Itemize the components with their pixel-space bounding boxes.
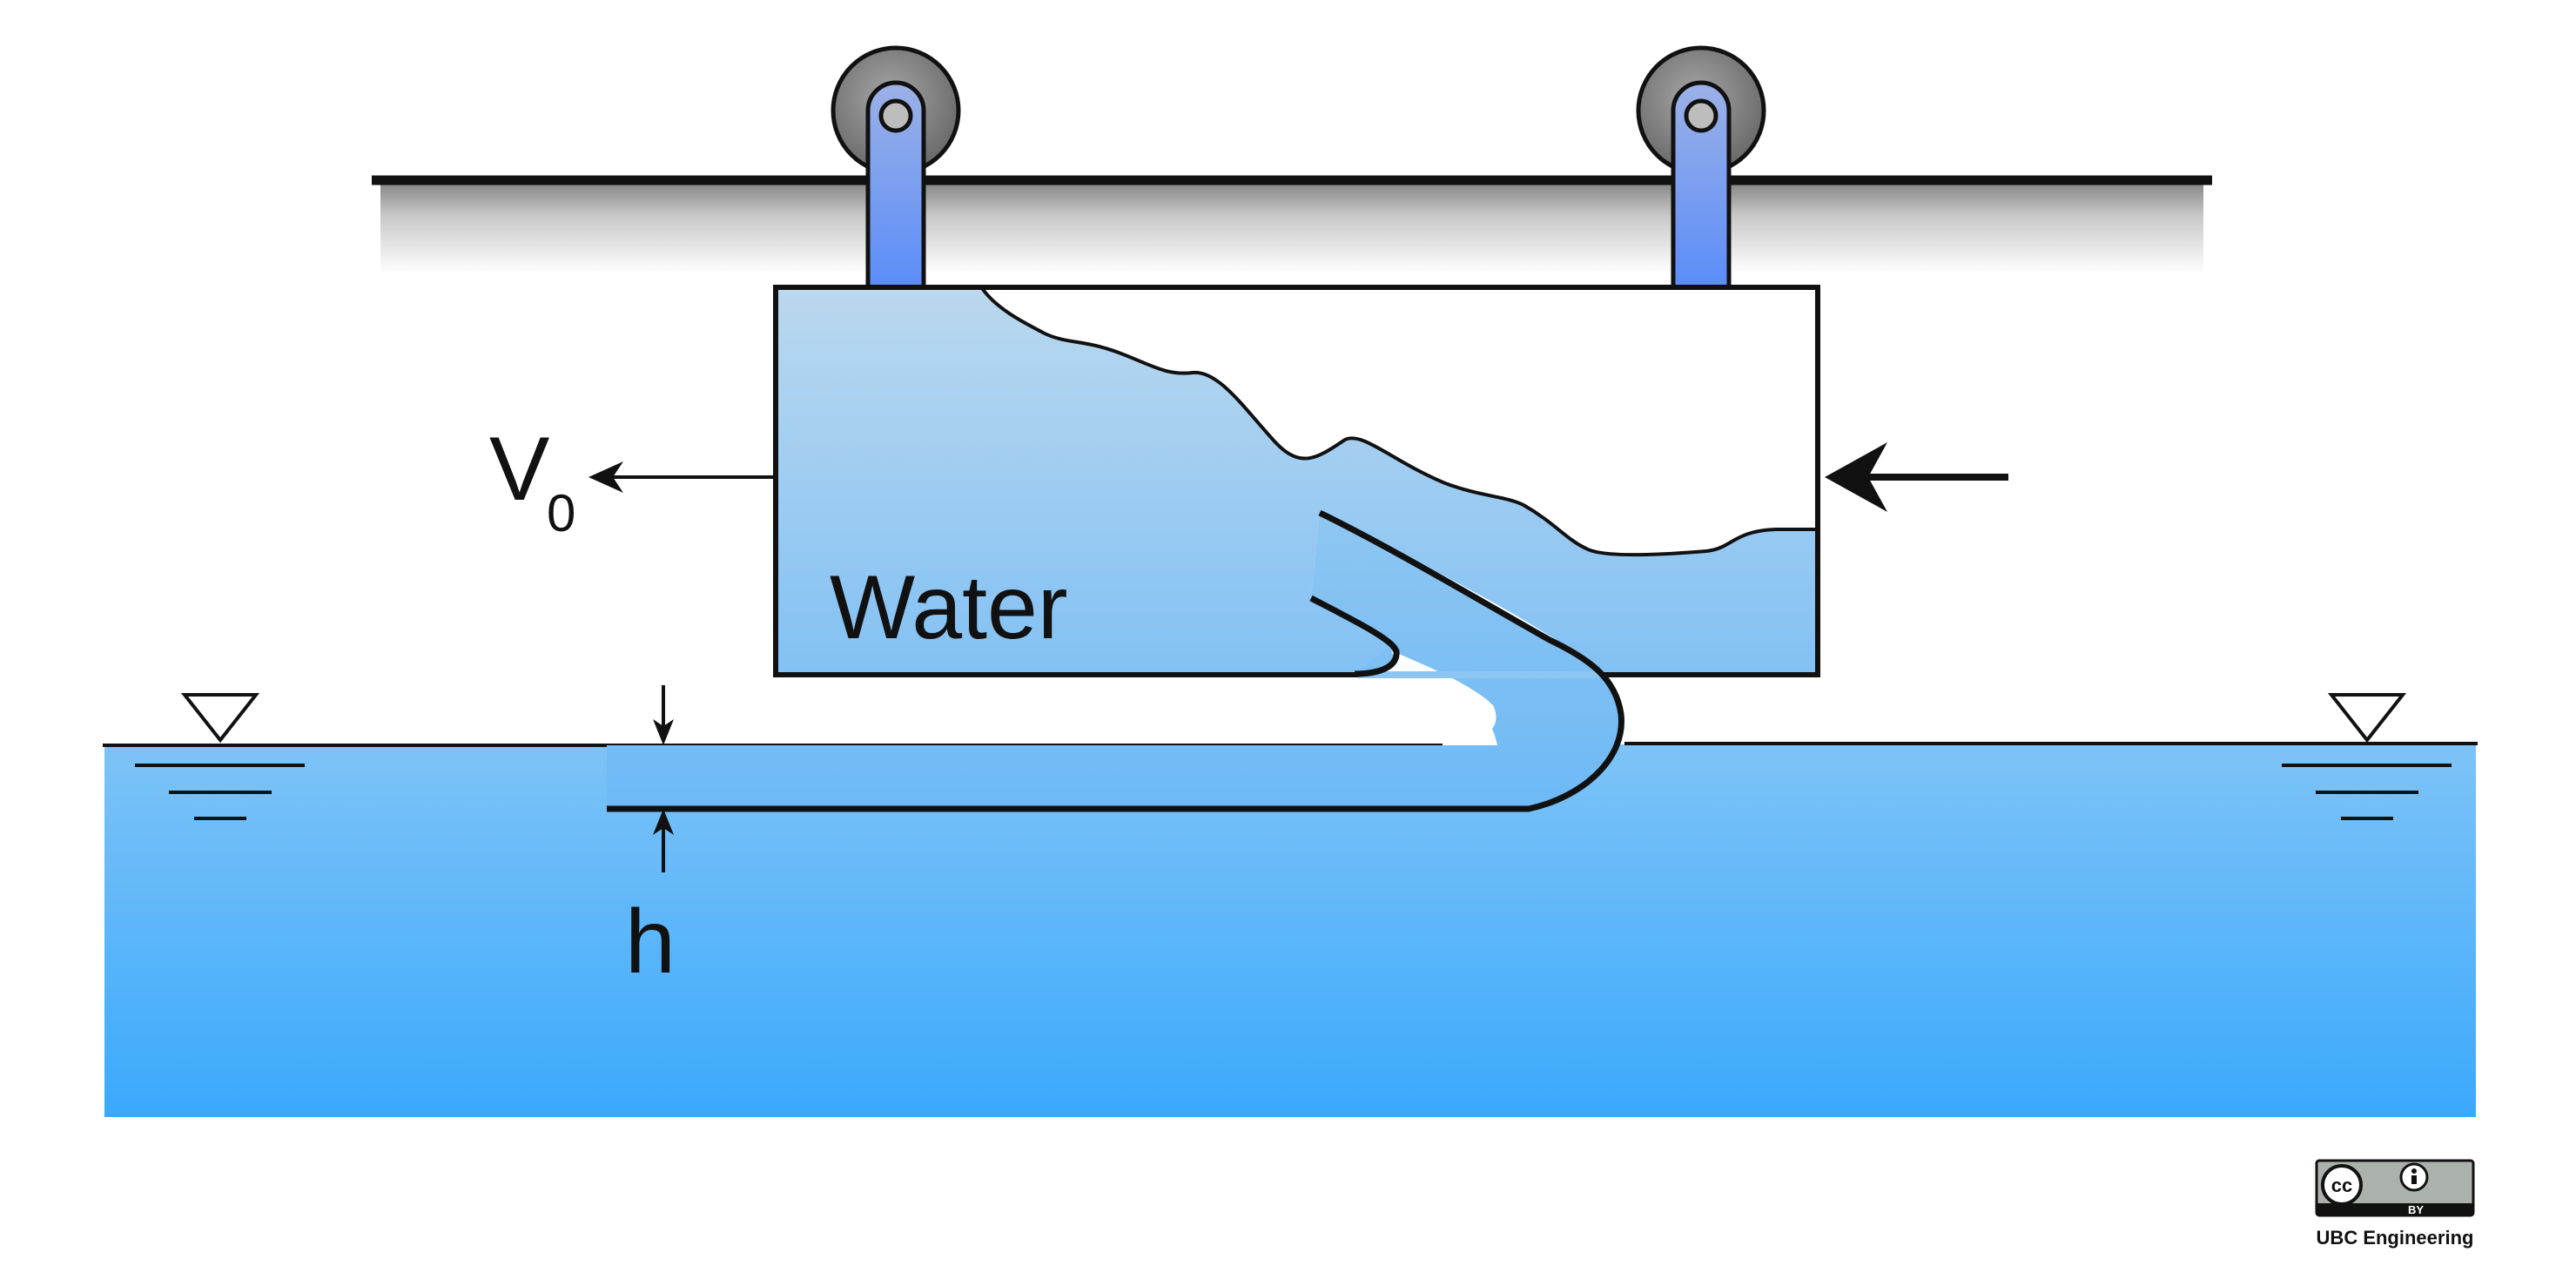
water-label: Water [830,557,1068,658]
axle [878,98,913,133]
scoop-outer-wall [607,509,1624,812]
tank-free-surface [980,286,1817,557]
bracket [1671,80,1732,290]
depth-dimension [653,685,674,872]
bracket [865,80,926,290]
velocity-subscript: 0 [547,484,575,542]
credit-text: UBC Engineering [2317,1227,2474,1249]
rail-shading [380,185,2203,273]
wheel-assembly-right [1636,45,1766,290]
scoop-inner-lip [1309,595,1400,677]
free-surface-icon [2282,693,2452,820]
wheel-assembly-left [831,45,961,290]
tank-outline [773,285,1820,677]
free-surface-icon [135,693,305,820]
scoop-channel-water [607,513,1622,809]
tank-water [778,288,1817,674]
badge-by-text: BY [2408,1203,2424,1216]
force-arrow [1825,442,2008,512]
depth-label: h [625,892,676,993]
velocity-arrow [589,461,773,493]
badge-cc-text: cc [2331,1175,2352,1196]
axle [1684,98,1718,133]
velocity-label: V [489,419,549,520]
license-badge-icon: cc BY [2315,1159,2475,1217]
